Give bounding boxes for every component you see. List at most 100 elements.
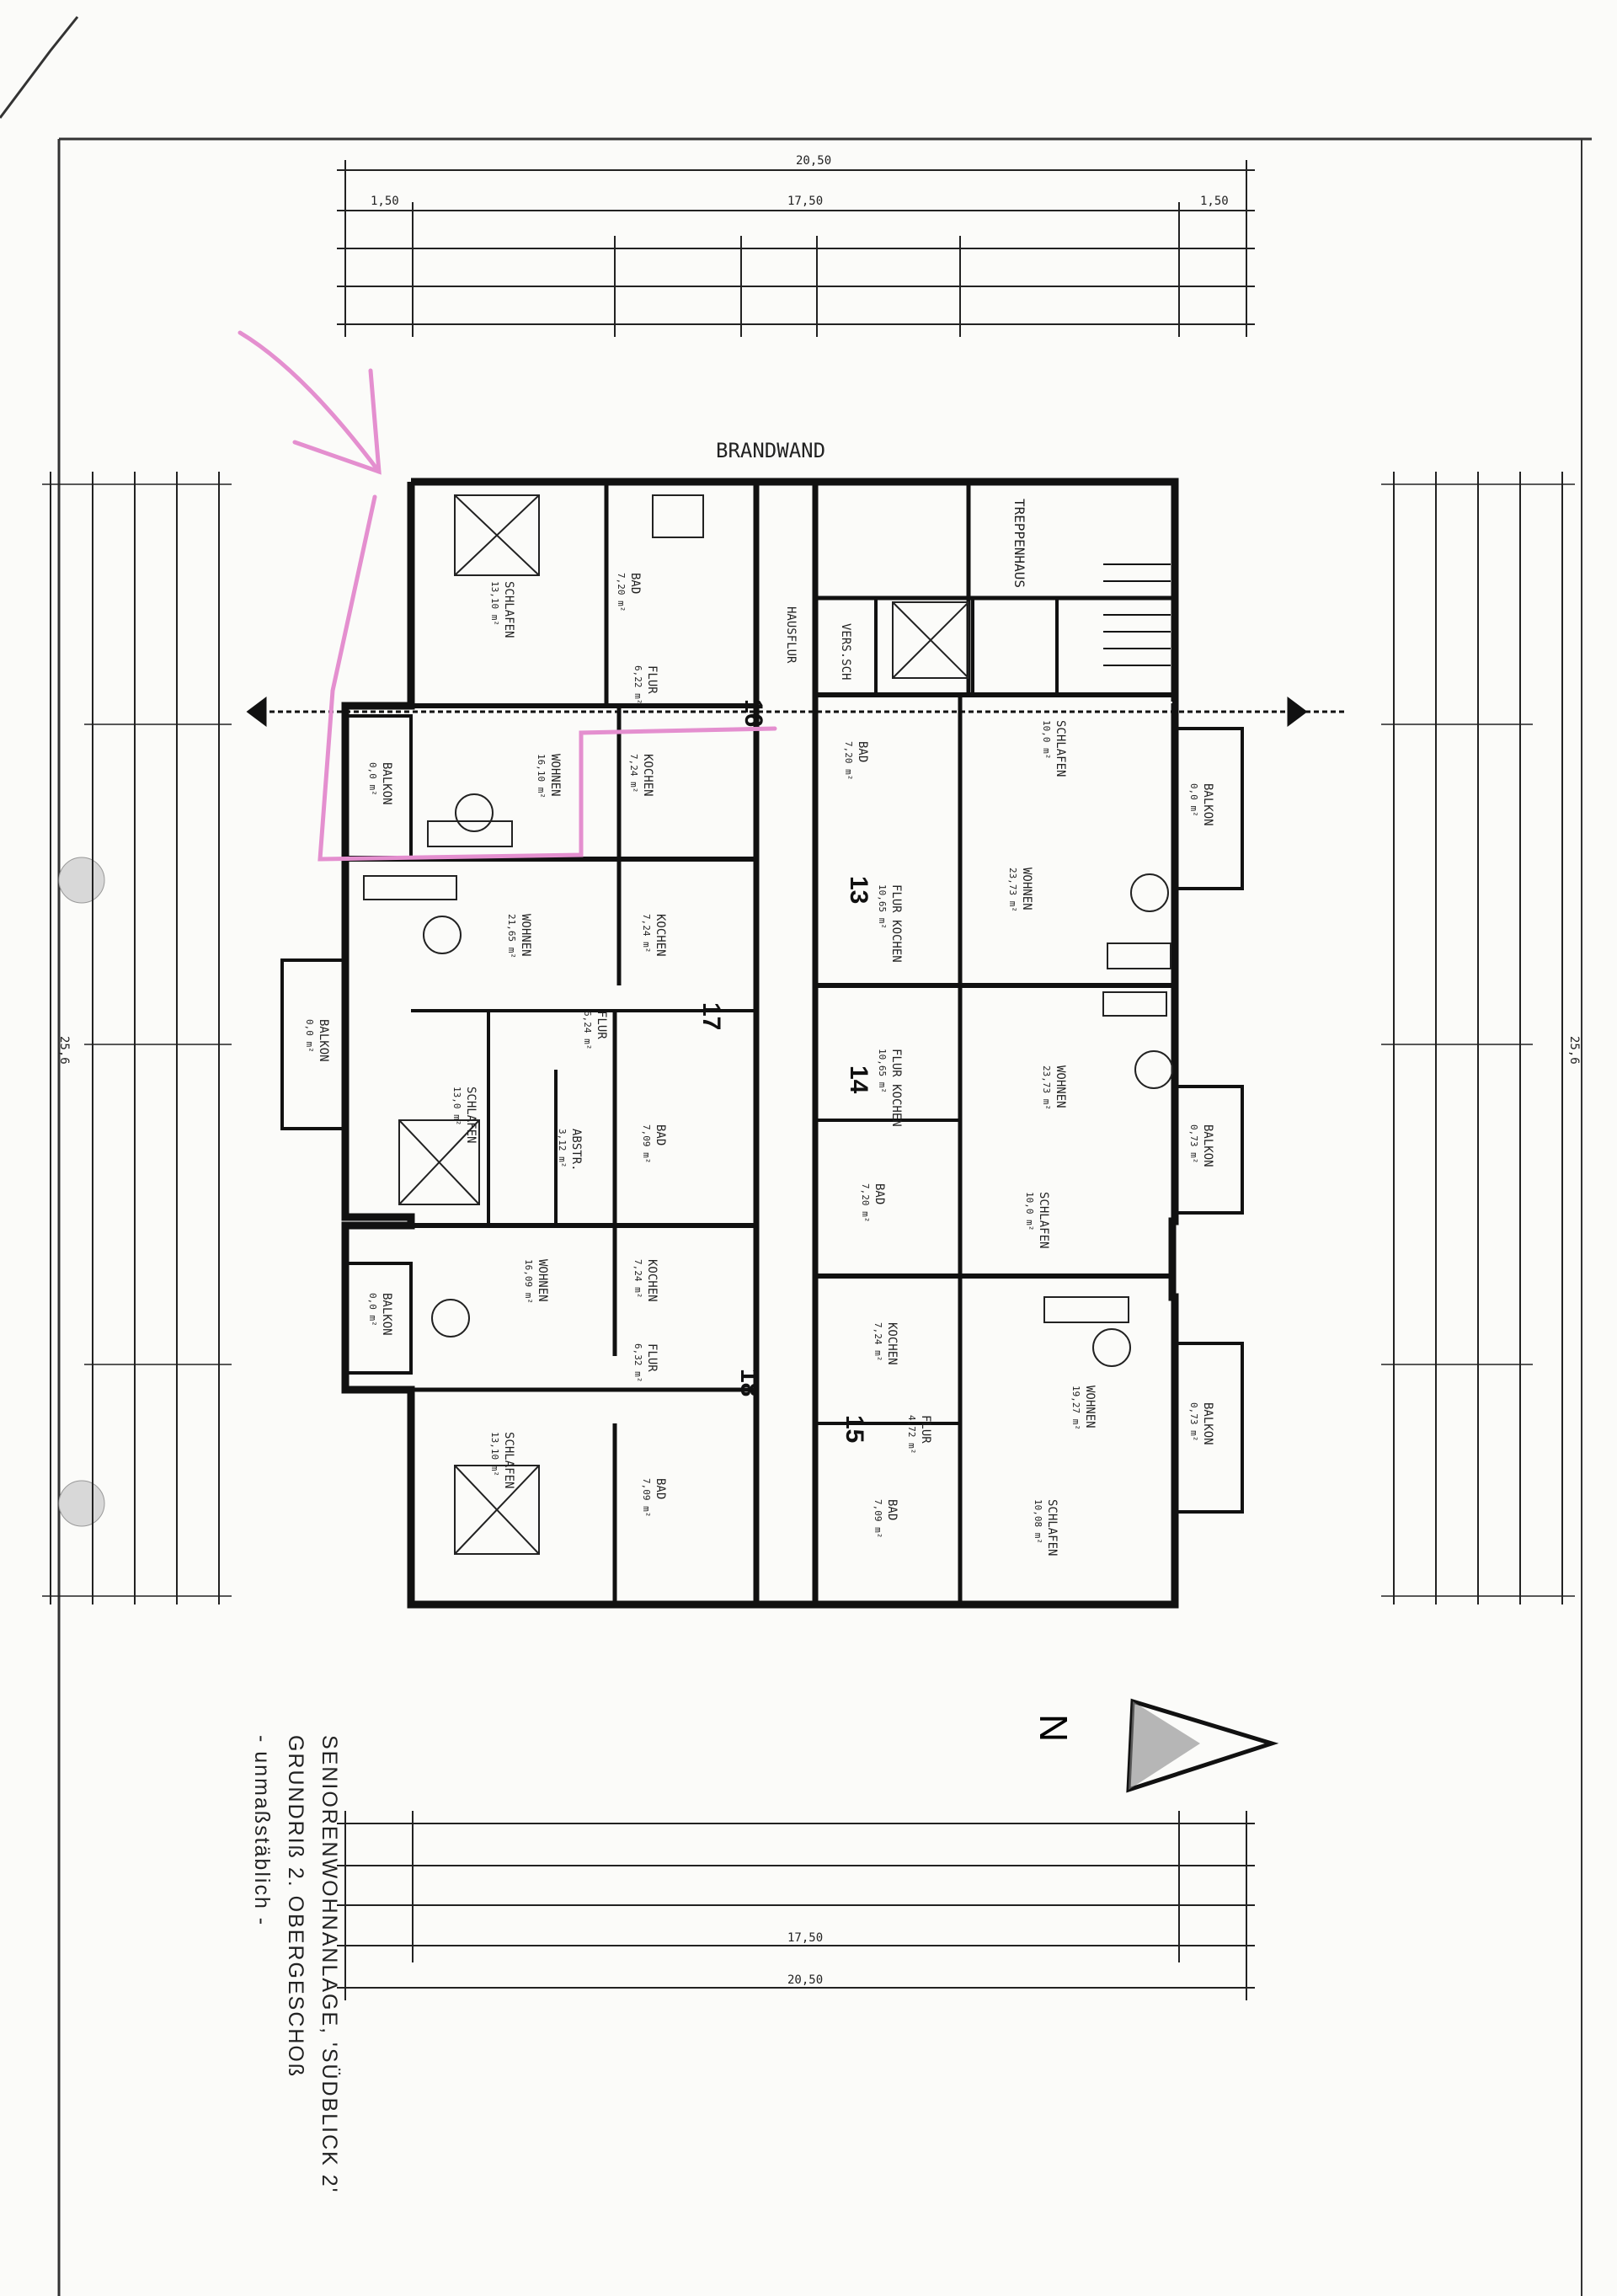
room-name-1: SCHLAFEN	[502, 581, 515, 638]
room-area-6: 21,65 m²	[506, 914, 517, 958]
room-area-15: 13,10 m²	[489, 1432, 500, 1476]
room-name-31: BALKON	[380, 762, 393, 805]
bottom-dimension-chain	[337, 1811, 1255, 2000]
room-name-9: SCHLAFEN	[464, 1087, 478, 1143]
room-name-19: FLUR KOCHEN	[889, 884, 903, 963]
room-area-26: 7,24 m²	[873, 1322, 883, 1361]
building-walls	[341, 478, 1179, 1609]
room-name-22: FLUR KOCHEN	[889, 1049, 903, 1127]
room-name-33: BALKON	[380, 1293, 393, 1336]
room-name-6: WOHNEN	[519, 914, 532, 957]
room-name-29: BAD	[885, 1499, 899, 1520]
room-area-35: 0,73 m²	[1188, 1124, 1199, 1163]
room-name-2: BAD	[628, 573, 642, 594]
room-area-18: 7,20 m²	[843, 741, 854, 780]
unit-number-17: 17	[697, 1002, 725, 1030]
room-area-34: 0,0 m²	[1188, 783, 1199, 817]
balconies	[280, 714, 1244, 1514]
room-name-24: BAD	[873, 1183, 886, 1204]
unit-numbers: 16 17 18 13 14 15	[697, 699, 873, 1443]
room-name-8: FLUR	[595, 1011, 608, 1039]
room-name-20: SCHLAFEN	[1054, 720, 1067, 777]
room-area-4: 16,10 m²	[536, 754, 547, 798]
room-area-21: 23,73 m²	[1007, 868, 1018, 912]
room-name-35: BALKON	[1201, 1124, 1214, 1167]
room-area-20: 10,0 m²	[1041, 720, 1052, 759]
top-edge-dim: 1,50	[371, 195, 399, 208]
room-area-23: 23,73 m²	[1041, 1065, 1052, 1110]
unit-number-13: 13	[845, 876, 873, 904]
section-axis	[246, 697, 1348, 727]
room-area-13: 7,24 m²	[632, 1259, 643, 1298]
room-area-12: 16,09 m²	[523, 1259, 534, 1304]
room-area-3: 6,22 m²	[632, 665, 643, 704]
room-name-15: SCHLAFEN	[502, 1432, 515, 1488]
room-area-7: 7,24 m²	[641, 914, 652, 953]
room-name-23: WOHNEN	[1054, 1065, 1067, 1108]
room-area-10: 3,12 m²	[557, 1129, 568, 1167]
bottom-total-dim: 20,50	[787, 1973, 823, 1987]
room-name-14: FLUR	[645, 1343, 659, 1372]
punch-hole-top	[58, 857, 105, 904]
stair-label: TREPPENHAUS	[1011, 499, 1027, 588]
right-total-dim: 25,6	[1567, 1036, 1581, 1065]
room-area-14: 6,32 m²	[632, 1343, 643, 1382]
room-name-18: BAD	[856, 741, 869, 762]
unit-number-14: 14	[845, 1065, 873, 1094]
room-name-21: WOHNEN	[1020, 868, 1033, 910]
room-area-31: 0,0 m²	[367, 762, 378, 796]
top-dimension-chain	[337, 160, 1255, 337]
room-name-17: VERS.SCH	[839, 623, 852, 680]
unit-number-16: 16	[739, 699, 767, 727]
top-mid-dim: 17,50	[787, 195, 823, 208]
room-name-5: KOCHEN	[641, 754, 654, 797]
unit-number-15: 15	[841, 1415, 868, 1443]
room-area-8: 6,24 m²	[582, 1011, 593, 1049]
hall-label: HAUSFLUR	[784, 606, 798, 664]
room-area-5: 7,24 m²	[628, 754, 639, 793]
unit-number-18: 18	[735, 1369, 763, 1396]
left-total-dim: 25,6	[57, 1036, 71, 1065]
room-area-16: 7,09 m²	[641, 1478, 652, 1517]
fixtures	[363, 494, 1173, 1555]
room-area-1: 13,10 m²	[489, 581, 500, 626]
left-dimension-chain	[42, 472, 232, 1605]
room-name-13: KOCHEN	[645, 1259, 659, 1302]
room-area-11: 7,09 m²	[641, 1124, 652, 1163]
title-block: SENIORENWOHNANLAGE, 'SÜDBLICK 2' GRUNDRI…	[84, 1735, 345, 2207]
room-area-32: 0,0 m²	[304, 1019, 315, 1053]
title-line-3: - unmaßstäblich -	[250, 1735, 274, 1927]
room-area-9: 13,0 m²	[451, 1087, 462, 1125]
bottom-mid-dim: 17,50	[787, 1931, 823, 1945]
room-area-30: 10,08 m²	[1033, 1499, 1043, 1544]
room-name-30: SCHLAFEN	[1045, 1499, 1059, 1556]
right-dimension-chain	[1381, 472, 1575, 1605]
punch-hole-bottom	[58, 1480, 105, 1527]
pink-highlight-mark	[237, 330, 777, 862]
room-area-24: 7,20 m²	[860, 1183, 871, 1222]
fire-wall-label: BRANDWAND	[716, 439, 825, 462]
room-name-7: KOCHEN	[654, 914, 667, 957]
room-area-36: 0,73 m²	[1188, 1402, 1199, 1441]
room-name-32: BALKON	[317, 1019, 330, 1062]
room-name-34: BALKON	[1201, 783, 1214, 826]
top-edge-dim-right: 1,50	[1200, 195, 1229, 208]
room-name-4: WOHNEN	[548, 754, 562, 797]
room-area-33: 0,0 m²	[367, 1293, 378, 1327]
room-name-3: FLUR	[645, 665, 659, 694]
room-name-12: WOHNEN	[536, 1259, 549, 1302]
room-name-11: BAD	[654, 1124, 667, 1145]
staple-mark	[0, 16, 79, 119]
room-area-25: 10,0 m²	[1024, 1192, 1035, 1231]
title-line-1: SENIORENWOHNANLAGE, 'SÜDBLICK 2'	[318, 1735, 341, 2194]
room-name-36: BALKON	[1201, 1402, 1214, 1445]
room-name-28: WOHNEN	[1083, 1386, 1097, 1428]
north-label: N	[1032, 1714, 1075, 1742]
title-line-2: GRUNDRIß 2. OBERGESCHOß	[284, 1735, 307, 2079]
room-name-10: ABSTR.	[569, 1129, 583, 1172]
room-name-25: SCHLAFEN	[1037, 1192, 1050, 1248]
room-area-22: 10,65 m²	[877, 1049, 888, 1093]
room-area-29: 7,09 m²	[873, 1499, 883, 1538]
